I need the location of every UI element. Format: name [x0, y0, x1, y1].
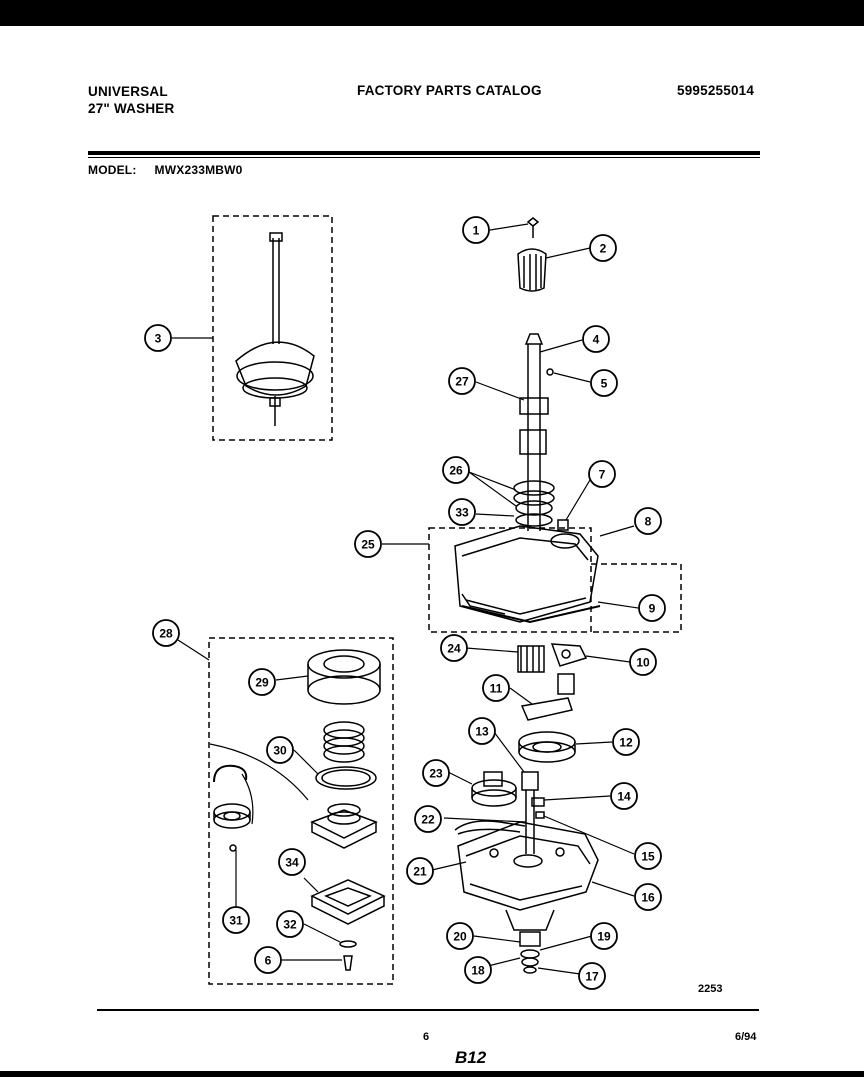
main-shaft-drawing — [513, 333, 555, 531]
header-rule-thin — [88, 157, 760, 158]
callout-5: 5 — [590, 369, 618, 397]
callout-number: 19 — [597, 930, 611, 944]
callout-20: 20 — [446, 922, 474, 950]
sheet-code: B12 — [455, 1048, 487, 1067]
callout-number: 16 — [641, 891, 655, 905]
product-name: 27" WASHER — [88, 101, 175, 116]
callout-17: 17 — [578, 962, 606, 990]
callout-7: 7 — [588, 460, 616, 488]
group-box-part-9 — [591, 563, 682, 633]
callout-23: 23 — [422, 759, 450, 787]
model-label: MODEL: — [88, 163, 137, 177]
page-number: 6 — [423, 1031, 430, 1043]
callout-number: 27 — [455, 375, 469, 389]
callout-number: 20 — [453, 930, 467, 944]
callout-number: 31 — [229, 914, 243, 928]
callout-33: 33 — [448, 498, 476, 526]
catalog-number: 5995255014 — [677, 83, 755, 98]
catalog-date: 6/94 — [735, 1031, 757, 1043]
callout-22: 22 — [414, 805, 442, 833]
callout-2: 2 — [589, 234, 617, 262]
callout-number: 30 — [273, 744, 287, 758]
callout-31: 31 — [222, 906, 250, 934]
callout-11: 11 — [482, 674, 510, 702]
callout-number: 23 — [429, 767, 443, 781]
model-number: MWX233MBW0 — [154, 163, 243, 177]
callout-number: 3 — [155, 332, 162, 346]
part-1-2-drawing — [517, 217, 547, 292]
leader-lines — [172, 223, 639, 975]
callout-number: 13 — [475, 725, 489, 739]
callout-34: 34 — [278, 848, 306, 876]
lower-housing-drawing — [457, 821, 599, 931]
callout-number: 24 — [447, 642, 461, 656]
callout-12: 12 — [612, 728, 640, 756]
callout-number: 10 — [636, 656, 650, 670]
callout-number: 22 — [421, 813, 435, 827]
exploded-parts-diagram: 1 2 3 4 5 6 7 8 9 10 11 12 13 14 15 16 1… — [144, 215, 682, 990]
footer-rule — [97, 1009, 759, 1011]
callout-number: 18 — [471, 964, 485, 978]
callout-18: 18 — [464, 956, 492, 984]
header-rule-thick — [88, 151, 760, 155]
callout-number: 1 — [473, 224, 480, 238]
group-box-part-25 — [428, 527, 592, 633]
catalog-title: FACTORY PARTS CATALOG — [357, 83, 542, 98]
callout-number: 7 — [599, 468, 606, 482]
callout-13: 13 — [468, 717, 496, 745]
callout-number: 5 — [601, 377, 608, 391]
parts-13-14-15-22-23-drawing — [454, 771, 545, 854]
callout-number: 34 — [285, 856, 299, 870]
callout-number: 2 — [600, 242, 607, 256]
group-28-parts-drawing — [209, 649, 386, 971]
callout-19: 19 — [590, 922, 618, 950]
callout-number: 32 — [283, 918, 297, 932]
callout-16: 16 — [634, 883, 662, 911]
callout-number: 8 — [645, 515, 652, 529]
callout-32: 32 — [276, 910, 304, 938]
parts-17-20-drawing — [519, 931, 541, 974]
callout-6: 6 — [254, 946, 282, 974]
callout-number: 6 — [265, 954, 272, 968]
diagram-id: 2253 — [698, 983, 723, 995]
upper-housing-drawing — [454, 519, 601, 624]
callout-15: 15 — [634, 842, 662, 870]
group-box-part-28 — [208, 637, 394, 985]
brand-name: UNIVERSAL — [88, 84, 168, 99]
callout-3: 3 — [144, 324, 172, 352]
callout-number: 14 — [617, 790, 631, 804]
callout-28: 28 — [152, 619, 180, 647]
callout-1: 1 — [462, 216, 490, 244]
callout-21: 21 — [406, 857, 434, 885]
parts-24-10-11-12-drawing — [517, 643, 588, 763]
callout-number: 17 — [585, 970, 599, 984]
callout-number: 33 — [455, 506, 469, 520]
callout-number: 15 — [641, 850, 655, 864]
callout-number: 11 — [490, 682, 503, 696]
header-brand-block: UNIVERSAL 27" WASHER — [88, 83, 174, 117]
callout-number: 29 — [255, 676, 269, 690]
callout-10: 10 — [629, 648, 657, 676]
callout-number: 26 — [449, 464, 463, 478]
callout-25: 25 — [354, 530, 382, 558]
callout-29: 29 — [248, 668, 276, 696]
part-3-drawing — [235, 232, 315, 426]
callout-number: 12 — [619, 736, 633, 750]
model-line: MODEL: MWX233MBW0 — [88, 163, 243, 177]
callout-24: 24 — [440, 634, 468, 662]
callout-number: 25 — [361, 538, 375, 552]
callout-14: 14 — [610, 782, 638, 810]
callout-9: 9 — [638, 594, 666, 622]
catalog-page: UNIVERSAL 27" WASHER FACTORY PARTS CATAL… — [0, 26, 864, 1071]
callout-27: 27 — [448, 367, 476, 395]
callout-30: 30 — [266, 736, 294, 764]
callout-8: 8 — [634, 507, 662, 535]
callout-number: 21 — [413, 865, 427, 879]
callout-4: 4 — [582, 325, 610, 353]
callout-26: 26 — [442, 456, 470, 484]
group-box-part-3 — [212, 215, 333, 441]
callout-number: 4 — [593, 333, 600, 347]
callout-number: 28 — [159, 627, 173, 641]
callout-number: 9 — [649, 602, 656, 616]
